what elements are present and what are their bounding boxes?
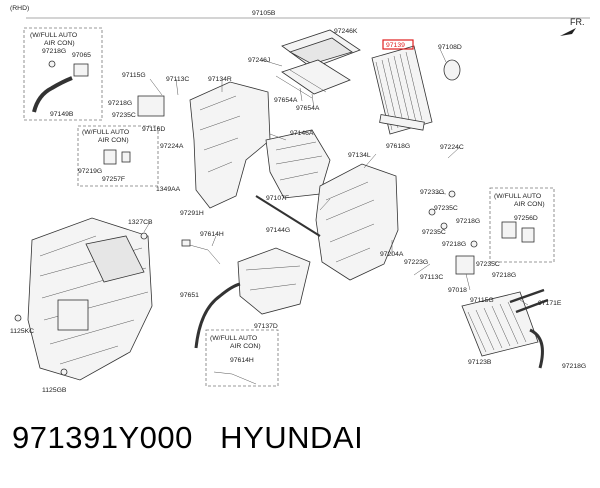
bolt-1327CB xyxy=(140,232,148,240)
case-97134L xyxy=(315,163,399,281)
label-97144G: 97144G xyxy=(266,227,290,234)
sensor-97065 xyxy=(73,63,89,77)
label-1349AA: 1349AA xyxy=(156,186,181,193)
label-97291H: 97291H xyxy=(180,210,204,217)
label-97113C-b: 97113C xyxy=(420,274,443,281)
group-3-line-1: (W/FULL AUTO xyxy=(210,335,257,342)
rod-97144G xyxy=(255,195,321,237)
label-97171E: 97171E xyxy=(538,300,562,307)
highlight-box-97139 xyxy=(382,39,414,50)
actuator-97256D xyxy=(501,221,517,239)
sensor-wire-97614H xyxy=(185,243,221,265)
label-97218G-e: 97218G xyxy=(492,272,516,279)
cap-97108D xyxy=(443,59,461,81)
group-2-line-1: (W/FULL AUTO xyxy=(82,129,129,136)
label-97018: 97018 xyxy=(448,287,467,294)
label-97107F: 97107F xyxy=(266,195,289,202)
label-97149B: 97149B xyxy=(50,111,74,118)
label-97218G-c: 97218G xyxy=(456,218,480,225)
label-97235C-c: 97235C xyxy=(422,229,446,236)
label-97246K: 97246K xyxy=(334,28,358,35)
group-box-full-auto-2 xyxy=(77,125,159,187)
actuator-97115G xyxy=(137,95,165,117)
group-1-line-2: AIR CON) xyxy=(44,40,75,47)
label-97654A-b: 97654A xyxy=(296,105,320,112)
label-97134R: 97134R xyxy=(208,76,232,83)
group-box-full-auto-3 xyxy=(205,329,279,387)
label-97651: 97651 xyxy=(180,292,199,299)
label-97256D: 97256D xyxy=(514,215,538,222)
group-1-line-1: (W/FULL AUTO xyxy=(30,32,77,39)
label-97618G: 97618G xyxy=(386,143,410,150)
bracket-97219G xyxy=(121,151,131,163)
label-97235C-a: 97235C xyxy=(112,112,136,119)
label-97115G-b: 97115G xyxy=(470,297,494,304)
case-97134R xyxy=(189,81,271,209)
label-97137D: 97137D xyxy=(254,323,278,330)
label-97105B: 97105B xyxy=(252,10,276,17)
front-direction-label: FR. xyxy=(570,17,585,27)
label-97113C-a: 97113C xyxy=(166,76,189,83)
group-4-line-2: AIR CON) xyxy=(514,201,545,208)
label-97257F: 97257F xyxy=(102,176,125,183)
duct-97137D xyxy=(237,247,311,315)
label-97115G-a: 97115G xyxy=(122,72,146,79)
filter-frame-97618G xyxy=(379,114,425,131)
actuator-97018 xyxy=(455,255,475,275)
label-97218G-a: 97218G xyxy=(42,48,66,55)
part-number-caption: 971391Y000 HYUNDAI xyxy=(12,420,364,455)
label-97139: 97139 xyxy=(386,42,405,49)
hvac-assembly xyxy=(27,217,153,381)
label-97235C-d: 97235C xyxy=(476,261,500,268)
hvac-exploded-diagram: (RHD) 97105B FR. (W/FULL AUTO AIR CON) (… xyxy=(10,5,590,394)
pipe-97171E xyxy=(509,288,549,314)
group-4-line-1: (W/FULL AUTO xyxy=(494,193,541,200)
label-97218G-b: 97218G xyxy=(108,100,132,107)
label-97614H-a: 97614H xyxy=(200,231,224,238)
rhd-label: (RHD) xyxy=(10,5,29,12)
bolt-1125KC xyxy=(14,314,22,322)
label-97108D: 97108D xyxy=(438,44,462,51)
label-1125GB: 1125GB xyxy=(42,387,67,394)
label-97123B: 97123B xyxy=(468,359,492,366)
label-97224C: 97224C xyxy=(440,144,464,151)
label-97223G: 97223G xyxy=(404,259,428,266)
screw-97218G xyxy=(48,60,56,68)
label-1125KC: 1125KC xyxy=(10,328,34,335)
hose-97651 xyxy=(194,282,241,349)
label-97218G-f: 97218G xyxy=(562,363,586,370)
label-97146A: 97146A xyxy=(290,130,314,137)
label-97614H-b: 97614H xyxy=(230,357,254,364)
label-97219G: 97219G xyxy=(78,168,102,175)
group-3-line-2: AIR CON) xyxy=(230,343,261,350)
bolt-1125GB xyxy=(60,368,68,376)
label-97218G-d: 97218G xyxy=(442,241,466,248)
label-97235C-b: 97235C xyxy=(434,205,458,212)
label-97246J: 97246J xyxy=(248,57,270,64)
label-97224A: 97224A xyxy=(160,143,184,150)
strip-97654A-b xyxy=(289,69,327,93)
strip-97654A-a xyxy=(275,75,313,99)
group-box-full-auto-4 xyxy=(489,187,555,263)
label-97233G: 97233G xyxy=(420,189,444,196)
drain-hose-97149B xyxy=(32,76,73,113)
label-97134L: 97134L xyxy=(348,152,371,159)
actuator-97257F xyxy=(103,149,117,165)
group-2-line-2: AIR CON) xyxy=(98,137,129,144)
label-97204A: 97204A xyxy=(380,251,404,258)
label-97116D: 97116D xyxy=(142,126,165,133)
label-97065: 97065 xyxy=(72,52,91,59)
label-97654A-a: 97654A xyxy=(274,97,298,104)
front-arrow-icon xyxy=(560,28,576,36)
label-1327CB: 1327CB xyxy=(128,219,153,226)
seal-97246J xyxy=(281,59,351,95)
